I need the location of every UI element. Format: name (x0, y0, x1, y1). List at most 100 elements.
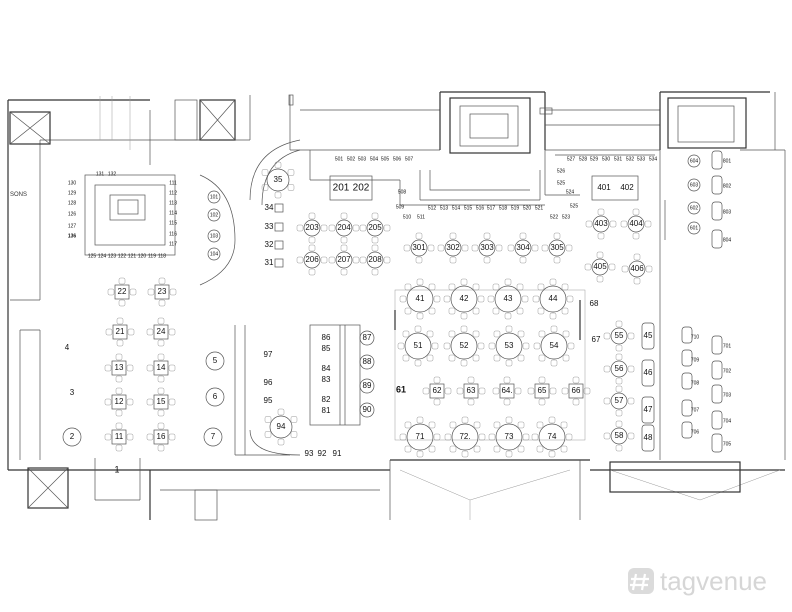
table-528[interactable]: 528 (579, 156, 588, 162)
table-202[interactable]: 202 (353, 183, 370, 194)
table-58[interactable]: 58 (615, 431, 624, 440)
table-804[interactable]: 804 (723, 237, 732, 243)
table-68[interactable]: 68 (590, 299, 599, 308)
table-67[interactable]: 67 (592, 335, 601, 344)
table-41[interactable]: 41 (416, 294, 425, 303)
table-93[interactable]: 93 (305, 449, 314, 458)
table-505[interactable]: 505 (381, 156, 390, 162)
table-92[interactable]: 92 (318, 449, 327, 458)
table-86[interactable]: 86 (322, 333, 331, 342)
table-207[interactable]: 207 (337, 255, 351, 264)
table-130[interactable]: 130 (68, 180, 77, 186)
table-120[interactable]: 120 (138, 253, 147, 259)
table-94[interactable]: 94 (277, 422, 286, 431)
table-73[interactable]: 73 (505, 432, 514, 441)
table-305[interactable]: 305 (550, 243, 564, 252)
table-709[interactable]: 709 (691, 357, 700, 363)
table-115[interactable]: 115 (169, 220, 177, 226)
table-22[interactable]: 22 (118, 287, 127, 296)
table-406[interactable]: 406 (630, 264, 644, 273)
table-3[interactable]: 3 (70, 388, 75, 397)
table-88[interactable]: 88 (363, 357, 372, 366)
table-84[interactable]: 84 (322, 364, 331, 373)
table-44[interactable]: 44 (549, 294, 558, 303)
table-518[interactable]: 518 (499, 205, 508, 211)
table-510[interactable]: 510 (403, 214, 412, 220)
table-43[interactable]: 43 (504, 294, 513, 303)
table-104[interactable]: 104 (210, 251, 219, 257)
table-205[interactable]: 205 (368, 223, 382, 232)
table-404[interactable]: 404 (629, 219, 643, 228)
table-702[interactable]: 702 (723, 368, 732, 374)
table-508[interactable]: 508 (398, 189, 407, 195)
table-525b[interactable]: 525 (557, 180, 566, 186)
table-801[interactable]: 801 (723, 158, 732, 164)
table-803[interactable]: 803 (723, 209, 732, 215)
table-515[interactable]: 515 (464, 205, 473, 211)
table-511[interactable]: 511 (417, 214, 425, 220)
table-525[interactable]: 525 (570, 203, 579, 209)
table-129[interactable]: 129 (68, 190, 77, 196)
table-123[interactable]: 123 (108, 253, 117, 259)
table-63[interactable]: 63 (467, 386, 476, 395)
table-82[interactable]: 82 (322, 395, 331, 404)
table-101[interactable]: 101 (210, 194, 219, 200)
table-710[interactable]: 710 (691, 334, 700, 340)
table-102[interactable]: 102 (210, 212, 219, 218)
table-121[interactable]: 121 (128, 253, 137, 259)
table-64[interactable]: 64. (501, 386, 512, 395)
table-71[interactable]: 71 (416, 432, 425, 441)
table-502[interactable]: 502 (347, 156, 356, 162)
table-90[interactable]: 90 (363, 405, 372, 414)
table-87[interactable]: 87 (363, 333, 372, 342)
table-55[interactable]: 55 (615, 331, 624, 340)
table-56[interactable]: 56 (615, 364, 624, 373)
table-23[interactable]: 23 (158, 287, 167, 296)
table-524[interactable]: 524 (566, 189, 575, 195)
table-132[interactable]: 132 (108, 171, 117, 177)
table-2[interactable]: 2 (70, 432, 75, 441)
table-74[interactable]: 74 (548, 432, 557, 441)
table-402[interactable]: 402 (620, 183, 634, 192)
table-51[interactable]: 51 (414, 341, 423, 350)
table-304[interactable]: 304 (516, 243, 530, 252)
table-111[interactable]: 111 (169, 180, 177, 186)
table-4[interactable]: 4 (65, 343, 70, 352)
table-34[interactable]: 34 (265, 203, 274, 212)
table-403[interactable]: 403 (594, 219, 608, 228)
table-530[interactable]: 530 (602, 156, 611, 162)
table-520[interactable]: 520 (523, 205, 532, 211)
table-522[interactable]: 522 (550, 214, 559, 220)
table-513[interactable]: 513 (440, 205, 449, 211)
table-303[interactable]: 303 (480, 243, 494, 252)
table-85[interactable]: 85 (322, 344, 331, 353)
table-6[interactable]: 6 (213, 392, 218, 401)
table-48[interactable]: 48 (644, 433, 653, 442)
table-127[interactable]: 127 (68, 223, 77, 229)
table-65[interactable]: 65 (538, 386, 547, 395)
table-54[interactable]: 54 (550, 341, 559, 350)
table-521[interactable]: 521 (535, 205, 544, 211)
table-527[interactable]: 527 (567, 156, 576, 162)
table-12[interactable]: 12 (115, 397, 124, 406)
table-504[interactable]: 504 (370, 156, 379, 162)
table-523[interactable]: 523 (562, 214, 571, 220)
table-122[interactable]: 122 (118, 253, 127, 259)
table-31[interactable]: 31 (265, 258, 274, 267)
table-95[interactable]: 95 (264, 396, 273, 405)
table-125[interactable]: 125 (88, 253, 97, 259)
table-131[interactable]: 131 (96, 171, 105, 177)
table-405[interactable]: 405 (593, 262, 607, 271)
table-707[interactable]: 707 (691, 407, 700, 413)
table-42[interactable]: 42 (460, 294, 469, 303)
table-21[interactable]: 21 (116, 327, 125, 336)
table-81[interactable]: 81 (322, 406, 331, 415)
table-206[interactable]: 206 (305, 255, 319, 264)
table-52[interactable]: 52 (460, 341, 469, 350)
table-533[interactable]: 533 (637, 156, 646, 162)
table-519[interactable]: 519 (511, 205, 520, 211)
table-503[interactable]: 503 (358, 156, 367, 162)
table-116[interactable]: 116 (169, 231, 177, 237)
table-529[interactable]: 529 (590, 156, 599, 162)
table-701[interactable]: 701 (723, 343, 732, 349)
